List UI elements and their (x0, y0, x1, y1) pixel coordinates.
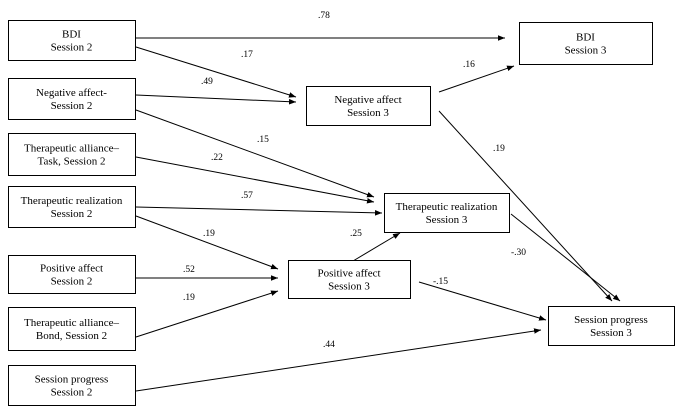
node-label-line: BDI (576, 32, 595, 44)
node-label-line: Session 3 (426, 214, 468, 226)
edge-coefficient-label: .15 (257, 135, 269, 145)
edge-coefficient-label: .19 (493, 144, 505, 154)
node-box (548, 306, 675, 346)
node-label-line: Therapeutic alliance– (24, 317, 119, 329)
edge-arrow-neg2-to-tr3 (135, 109, 375, 198)
edge-arrow-neg2-to-neg3 (135, 94, 297, 105)
node-box (384, 193, 510, 233)
node-label-line: Therapeutic realization (396, 201, 498, 213)
node-label-line: Bond, Session 2 (36, 330, 107, 342)
node-label-line: Negative affect (334, 94, 401, 106)
node-label-line: Session 3 (565, 45, 607, 57)
edge-coefficient-label: .52 (183, 265, 195, 275)
node-tat2: Therapeutic alliance–Task, Session 2 (8, 133, 136, 176)
edge-arrow-pa3-to-sp3 (418, 281, 547, 321)
node-label-line: Negative affect- (36, 87, 107, 99)
edge-arrow-tab2-to-pa3 (135, 290, 279, 338)
edge-coefficient-label: .49 (201, 77, 213, 87)
edge-arrow-tr2-to-tr3 (135, 206, 383, 216)
node-label-line: Session progress (574, 314, 648, 326)
node-label-line: Positive affect (40, 263, 103, 275)
edge-arrow-pa3-to-tr3 (352, 232, 401, 262)
edge-arrow-tr3-to-sp3 (510, 213, 621, 302)
node-label-line: BDI (62, 29, 81, 41)
node-box (8, 133, 136, 176)
node-box (288, 260, 411, 299)
edge-coefficient-label: .78 (318, 11, 330, 21)
node-box (8, 20, 136, 61)
edge-coefficient-label: .19 (203, 229, 215, 239)
node-label-line: Session 2 (51, 276, 93, 288)
node-box (306, 86, 431, 126)
edge-coefficient-label: .16 (463, 60, 475, 70)
node-box (8, 78, 136, 120)
node-label-line: Positive affect (317, 268, 380, 280)
edge-coefficient-label: .44 (323, 340, 335, 350)
node-label-line: Session 3 (590, 327, 632, 339)
edge-coefficient-label: .19 (183, 293, 195, 303)
edge-coefficient-label: -.30 (511, 248, 526, 258)
edge-arrow-tat2-to-tr3 (135, 156, 375, 204)
node-box (519, 22, 653, 65)
node-label-line: Therapeutic realization (21, 195, 123, 207)
node-box (8, 365, 136, 406)
edge-coefficient-label: .57 (241, 191, 253, 201)
edge-coefficient-label: .17 (241, 50, 253, 60)
node-label-line: Session 3 (347, 107, 389, 119)
edge-coefficient-label: .22 (211, 153, 223, 163)
node-label-line: Session 2 (51, 42, 93, 54)
node-label-line: Session progress (35, 374, 109, 386)
node-label-line: Task, Session 2 (38, 156, 106, 168)
node-box (8, 186, 136, 228)
edges-layer (135, 35, 621, 392)
node-label-line: Session 2 (51, 100, 93, 112)
edge-coefficient-label: .25 (350, 229, 362, 239)
node-neg2: Negative affect-Session 2 (8, 78, 136, 120)
edge-arrow-neg3-to-sp3 (438, 110, 613, 302)
node-tab2: Therapeutic alliance–Bond, Session 2 (8, 307, 136, 351)
edge-labels-layer: .78 .17 .49 .15 .22 .57 .19 .52 .19 .25 .16 .19 -.30… (183, 11, 526, 350)
edge-arrow-tr2-to-pa3 (135, 215, 279, 270)
node-label-line: Session 2 (51, 387, 93, 399)
node-label-line: Session 2 (51, 208, 93, 220)
edge-arrow-neg3-to-bdi3 (438, 65, 515, 93)
node-box (8, 307, 136, 351)
edge-coefficient-label: -.15 (433, 277, 448, 287)
node-box (8, 255, 136, 294)
node-label-line: Therapeutic alliance– (24, 143, 119, 155)
edge-arrow-bdi2-to-neg3 (135, 46, 297, 98)
edge-arrow-sp2-to-sp3 (135, 328, 542, 392)
node-label-line: Session 3 (328, 281, 370, 293)
